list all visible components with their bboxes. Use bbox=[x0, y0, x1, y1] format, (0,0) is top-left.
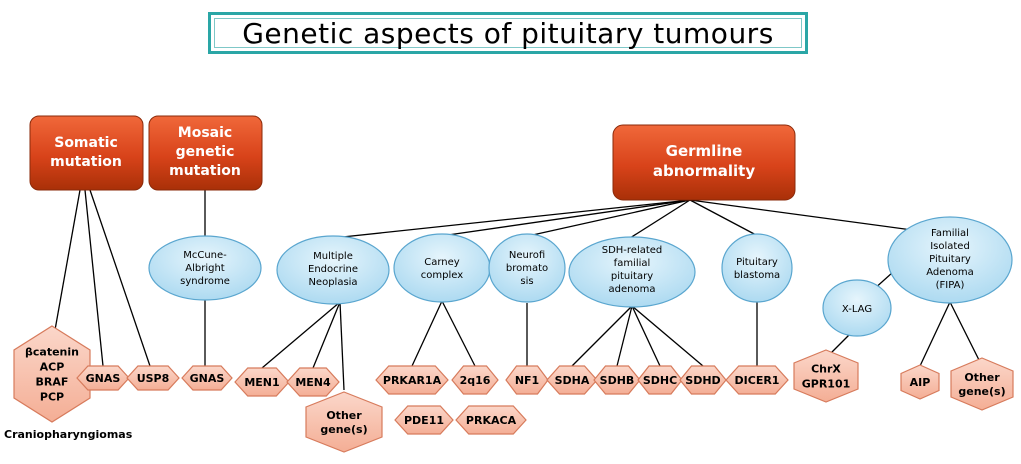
gnas-somatic-hex: GNAS bbox=[76, 365, 130, 391]
men-other-genes-label: Other bbox=[326, 409, 362, 422]
usp8-label: USP8 bbox=[137, 372, 170, 385]
pituitary-blastoma-ellipse: Pituitary blastoma bbox=[721, 233, 793, 303]
craniopharyngiomas-label: Craniopharyngiomas bbox=[4, 428, 133, 441]
mccune-albright-ellipse: McCune- Albright syndrome bbox=[148, 235, 262, 301]
neurofibromatosis-ellipse: Neurofi bromato sis bbox=[488, 233, 566, 303]
svg-text:Multiple: Multiple bbox=[313, 251, 353, 262]
nf1-hex: NF1 bbox=[505, 365, 549, 395]
dicer1-hex: DICER1 bbox=[725, 365, 789, 395]
svg-text:mutation: mutation bbox=[50, 154, 122, 170]
chrx-gpr101-label: GPR101 bbox=[802, 378, 851, 391]
fipa-other-genes-label: gene(s) bbox=[958, 385, 1005, 398]
page-title: Genetic aspects of pituitary tumours bbox=[242, 16, 774, 50]
svg-text:sis: sis bbox=[520, 276, 533, 287]
men-other-genes-label: gene(s) bbox=[320, 423, 367, 436]
sdhd-label: SDHD bbox=[685, 374, 720, 387]
svg-text:Endocrine: Endocrine bbox=[308, 264, 358, 275]
x-lag-ellipse: X-LAG bbox=[822, 279, 892, 337]
gnas-mosaic-hex: GNAS bbox=[181, 365, 233, 391]
germline-abnormality-box: Germline abnormality bbox=[612, 124, 796, 201]
gnas-somatic-label: GNAS bbox=[86, 372, 121, 385]
svg-text:mutation: mutation bbox=[169, 163, 241, 179]
craniopharyngioma-genes-label: BRAF bbox=[36, 376, 69, 389]
svg-text:Germline: Germline bbox=[666, 142, 743, 160]
usp8-hex: USP8 bbox=[126, 365, 180, 391]
svg-text:Mosaic: Mosaic bbox=[178, 125, 232, 141]
svg-text:adenoma: adenoma bbox=[609, 284, 656, 295]
sdhc-hex: SDHC bbox=[637, 365, 683, 395]
svg-text:Familial: Familial bbox=[931, 228, 969, 239]
dicer1-label: DICER1 bbox=[735, 374, 780, 387]
craniopharyngioma-genes-label: βcatenin bbox=[25, 346, 79, 359]
2q16-label: 2q16 bbox=[460, 374, 491, 387]
pde11-label: PDE11 bbox=[404, 414, 444, 427]
connector-lines bbox=[54, 189, 981, 391]
title-inner-border bbox=[214, 18, 802, 48]
svg-text:familial: familial bbox=[614, 258, 651, 269]
svg-text:Carney: Carney bbox=[424, 257, 460, 268]
svg-text:Pituitary: Pituitary bbox=[929, 254, 971, 265]
chrx-gpr101-label: ChrX bbox=[811, 363, 841, 376]
svg-text:(FIPA): (FIPA) bbox=[936, 280, 965, 291]
svg-text:Adenoma: Adenoma bbox=[926, 267, 974, 278]
gnas-mosaic-label: GNAS bbox=[190, 372, 225, 385]
svg-text:SDH-related: SDH-related bbox=[602, 245, 663, 256]
svg-text:complex: complex bbox=[421, 270, 463, 281]
fipa-other-genes-label: Other bbox=[964, 371, 1000, 384]
svg-text:Isolated: Isolated bbox=[930, 241, 970, 252]
svg-text:Neurofi: Neurofi bbox=[509, 250, 545, 261]
somatic-mutation-box: Somatic mutation bbox=[29, 115, 144, 191]
svg-text:genetic: genetic bbox=[176, 144, 235, 160]
men-ellipse: Multiple Endocrine Neoplasia bbox=[276, 235, 390, 305]
mosaic-genetic-mutation-box: Mosaic genetic mutation bbox=[148, 115, 263, 191]
svg-text:bromato: bromato bbox=[506, 263, 548, 274]
chrx-gpr101-hex: ChrX GPR101 bbox=[793, 349, 859, 403]
svg-text:abnormality: abnormality bbox=[653, 162, 755, 180]
men4-label: MEN4 bbox=[295, 376, 331, 389]
sdha-label: SDHA bbox=[555, 374, 590, 387]
prkar1a-label: PRKAR1A bbox=[383, 374, 442, 387]
title-box: Genetic aspects of pituitary tumours bbox=[208, 12, 808, 54]
svg-text:Albright: Albright bbox=[185, 263, 225, 274]
men4-hex: MEN4 bbox=[286, 367, 340, 397]
nf1-label: NF1 bbox=[515, 374, 539, 387]
men1-label: MEN1 bbox=[244, 376, 279, 389]
sdha-hex: SDHA bbox=[546, 365, 598, 395]
sdh-adenoma-ellipse: SDH-related familial pituitary adenoma bbox=[568, 236, 696, 308]
svg-text:Somatic: Somatic bbox=[54, 135, 118, 151]
svg-text:syndrome: syndrome bbox=[180, 276, 230, 287]
craniopharyngioma-genes-label: ACP bbox=[40, 361, 65, 374]
2q16-hex: 2q16 bbox=[451, 365, 499, 395]
carney-complex-ellipse: Carney complex bbox=[393, 233, 491, 303]
svg-text:Pituitary: Pituitary bbox=[736, 257, 778, 268]
svg-text:McCune-: McCune- bbox=[183, 250, 227, 261]
svg-text:pituitary: pituitary bbox=[611, 271, 653, 282]
men1-hex: MEN1 bbox=[234, 367, 290, 397]
pde11-hex: PDE11 bbox=[394, 405, 454, 435]
svg-text:blastoma: blastoma bbox=[734, 270, 780, 281]
svg-text:X-LAG: X-LAG bbox=[842, 304, 872, 315]
prkar1a-hex: PRKAR1A bbox=[375, 365, 449, 395]
prkaca-hex: PRKACA bbox=[455, 405, 527, 435]
aip-label: AIP bbox=[910, 376, 931, 389]
aip-hex: AIP bbox=[900, 364, 940, 400]
prkaca-label: PRKACA bbox=[466, 414, 517, 427]
sdhc-label: SDHC bbox=[643, 374, 677, 387]
sdhb-hex: SDHB bbox=[593, 365, 641, 395]
fipa-ellipse: Familial Isolated Pituitary Adenoma (FIP… bbox=[887, 216, 1013, 304]
svg-text:Neoplasia: Neoplasia bbox=[308, 277, 357, 288]
sdhb-label: SDHB bbox=[600, 374, 635, 387]
sdhd-hex: SDHD bbox=[679, 365, 727, 395]
craniopharyngioma-genes-label: PCP bbox=[40, 391, 64, 404]
